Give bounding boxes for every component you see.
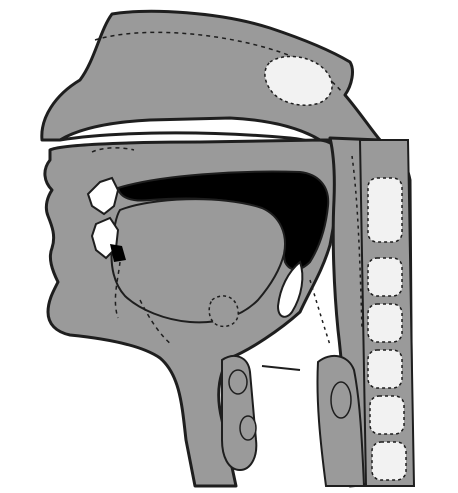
vocal-fold bbox=[229, 370, 247, 394]
larynx-outline bbox=[310, 280, 330, 345]
hyoid bbox=[209, 296, 238, 326]
vertebra bbox=[368, 304, 402, 342]
vertebra bbox=[368, 178, 402, 242]
vertebra bbox=[368, 258, 402, 296]
esophagus-lumen bbox=[331, 382, 351, 418]
vertebra bbox=[368, 350, 402, 388]
vertebra bbox=[370, 396, 404, 434]
tracheal-ring bbox=[240, 416, 256, 440]
vertebra bbox=[372, 442, 406, 480]
cricoid-line bbox=[262, 366, 300, 370]
